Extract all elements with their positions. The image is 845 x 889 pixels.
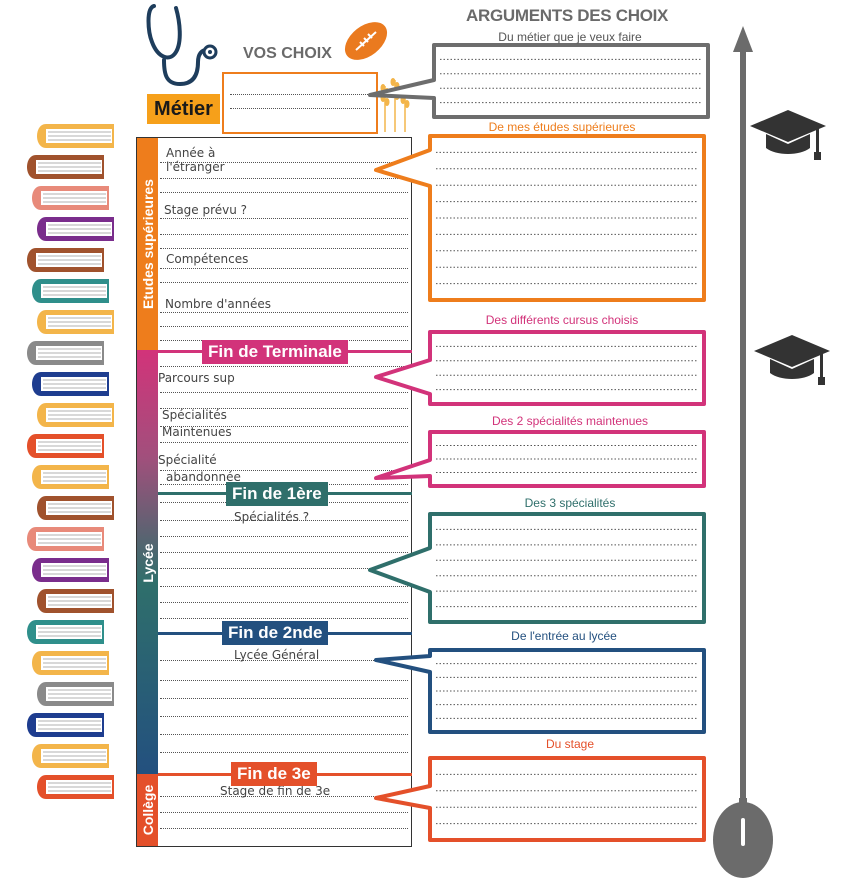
writing-line[interactable]	[160, 326, 408, 327]
argument-bubble[interactable]	[368, 43, 710, 119]
vos-choix-title: VOS CHOIX	[243, 45, 332, 62]
arg-title-2-specialites: Des 2 spécialités maintenues	[491, 414, 649, 428]
section-etudes-bar	[137, 138, 158, 350]
football-icon	[344, 22, 388, 60]
section-lycee-bar	[137, 350, 158, 774]
writing-line[interactable]	[160, 520, 408, 521]
arg-title-etudes: De mes études supérieures	[488, 120, 636, 134]
graduation-cap-icon	[754, 335, 830, 385]
stethoscope-icon	[146, 4, 218, 87]
arg-title-stage: Du stage	[545, 737, 595, 751]
section-college-bar	[137, 774, 158, 846]
writing-line[interactable]	[160, 660, 408, 661]
writing-line[interactable]	[160, 796, 408, 797]
writing-line[interactable]	[160, 602, 408, 603]
label-nombre-annees: Nombre d'années	[165, 297, 271, 311]
arg-title-lycee: De l'entrée au lycée	[511, 629, 617, 643]
label-specialites-maintenues: Spécialités Maintenues	[162, 408, 232, 439]
writing-line[interactable]	[160, 248, 408, 249]
argument-bubble[interactable]	[374, 430, 706, 488]
writing-line[interactable]	[160, 470, 408, 471]
argument-bubble[interactable]	[374, 756, 706, 842]
writing-line[interactable]	[160, 752, 408, 753]
writing-line[interactable]	[160, 426, 408, 427]
milestone-terminale: Fin de Terminale	[202, 340, 348, 364]
label-specialite-abandonnee: Spécialité abandonnée	[158, 453, 241, 484]
writing-line[interactable]	[160, 234, 408, 235]
metier-input[interactable]	[222, 72, 378, 134]
label-stage-prevu: Stage prévu ?	[164, 203, 248, 217]
graduation-cap-icon	[750, 110, 826, 160]
metier-label: Métier	[147, 94, 220, 124]
milestone-premiere: Fin de 1ère	[226, 482, 328, 506]
argument-bubble[interactable]	[374, 330, 706, 406]
label-stage-3e: Stage de fin de 3e	[220, 784, 331, 798]
argument-bubble[interactable]	[374, 134, 706, 302]
label-lycee-general: Lycée Général	[234, 648, 320, 662]
argument-bubble[interactable]	[374, 648, 706, 734]
argument-bubble[interactable]	[368, 512, 706, 624]
writing-line[interactable]	[160, 312, 408, 313]
writing-line[interactable]	[160, 552, 408, 553]
writing-line[interactable]	[160, 178, 408, 179]
writing-line[interactable]	[160, 192, 408, 193]
arrow-up-axis-icon	[713, 26, 773, 878]
writing-line[interactable]	[160, 392, 408, 393]
writing-line[interactable]	[160, 366, 408, 367]
writing-line[interactable]	[160, 268, 408, 269]
writing-line[interactable]	[160, 218, 408, 219]
writing-line[interactable]	[160, 568, 408, 569]
writing-line[interactable]	[160, 442, 408, 443]
arg-title-cursus: Des différents cursus choisis	[485, 313, 639, 327]
milestone-seconde: Fin de 2nde	[222, 621, 329, 645]
arguments-title: ARGUMENTS DES CHOIX	[466, 6, 669, 25]
writing-line[interactable]	[160, 680, 408, 681]
writing-line[interactable]	[160, 716, 408, 717]
arg-title-3-specialites: Des 3 spécialités	[524, 496, 616, 510]
writing-line[interactable]	[160, 828, 408, 829]
arg-title-metier: Du métier que je veux faire	[498, 30, 642, 44]
label-specialites-q: Spécialités ?	[234, 510, 310, 524]
label-annee-etranger: Année à l'étranger	[166, 146, 225, 174]
writing-line[interactable]	[160, 698, 408, 699]
writing-line[interactable]	[160, 162, 408, 163]
writing-line[interactable]	[160, 408, 408, 409]
label-competences: Compétences	[166, 252, 249, 266]
writing-line[interactable]	[160, 536, 408, 537]
books-stack-icon	[27, 124, 114, 799]
writing-line[interactable]	[160, 812, 408, 813]
label-parcours-sup: Parcours sup	[158, 371, 235, 385]
writing-line[interactable]	[160, 282, 408, 283]
milestone-troisieme: Fin de 3e	[231, 762, 317, 786]
writing-line[interactable]	[160, 586, 408, 587]
writing-line[interactable]	[160, 734, 408, 735]
writing-line[interactable]	[160, 618, 408, 619]
